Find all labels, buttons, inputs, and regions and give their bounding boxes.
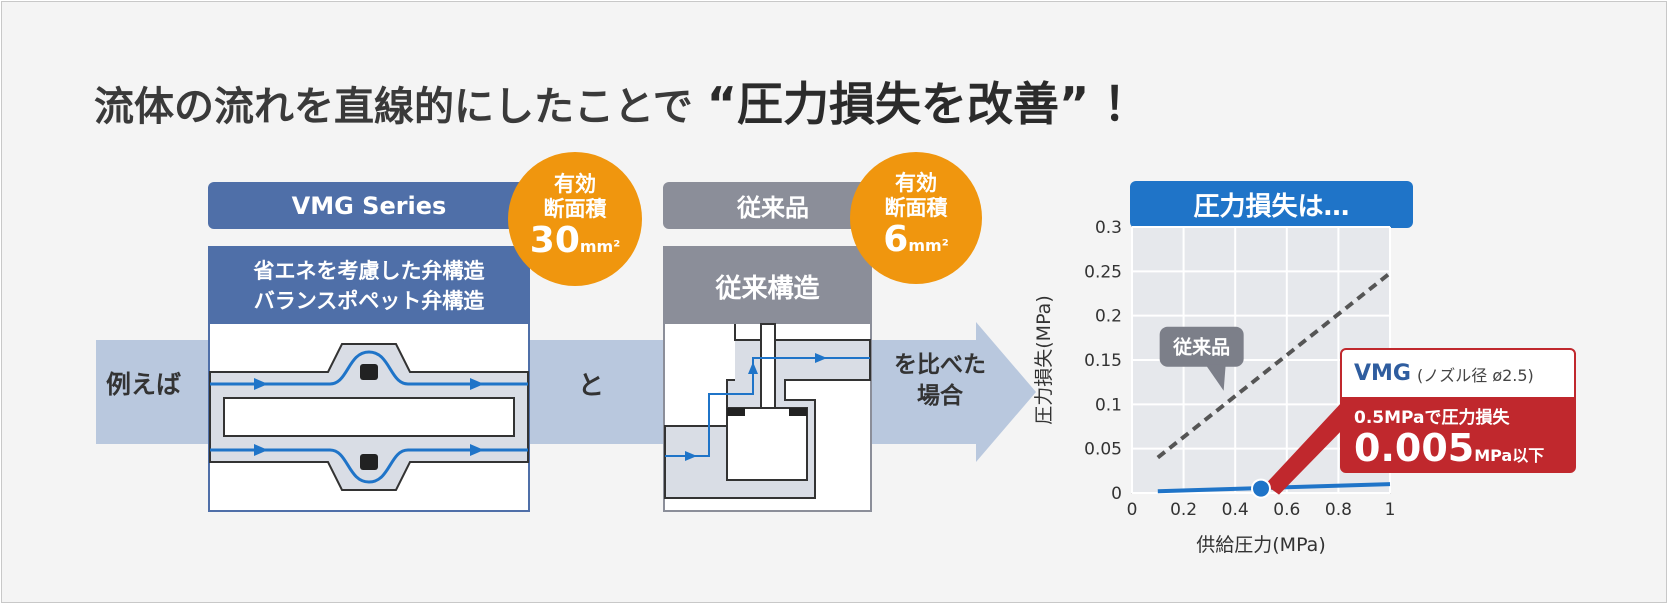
callout-header: VMG (ノズル径 ø2.5) — [1342, 350, 1574, 397]
vmg-structure-panel: 省エネを考慮した弁構造 バランスポペット弁構造 — [208, 246, 530, 512]
vmg-badge-line2: 断面積 — [543, 197, 607, 221]
callout-value: 0.005 — [1354, 426, 1475, 470]
label-compare: を比べた 場合 — [870, 350, 1010, 412]
headline-prefix: 流体の流れを直線的にしたことで — [94, 84, 693, 130]
vmg-title-line1: 省エネを考慮した弁構造 — [253, 259, 485, 283]
vmg-badge-unit: mm² — [579, 237, 621, 256]
vmg-badge-value: 30 — [529, 220, 580, 261]
vmg-title-line2: バランスポペット弁構造 — [253, 289, 485, 313]
y-tick-label: 0.25 — [1084, 262, 1122, 282]
vmg-area-badge: 有効 断面積 30mm² — [508, 152, 642, 286]
headline: 流体の流れを直線的にしたことで “圧力損失を改善” ！ — [94, 68, 1149, 134]
pressure-loss-tag: 圧力損失は… — [1130, 181, 1413, 228]
vmg-badge-value-row: 30mm² — [530, 222, 620, 266]
conv-badge-unit: mm² — [908, 236, 949, 255]
x-tick-label: 0.6 — [1273, 500, 1300, 520]
callout-body: 0.5MPaで圧力損失 0.005MPa以下 — [1342, 397, 1574, 471]
vmg-badge-line1: 有効 — [554, 172, 596, 196]
y-tick-label: 0.05 — [1084, 440, 1122, 460]
conventional-series-label-bubble — [1159, 326, 1244, 367]
vmg-callout: VMG (ノズル径 ø2.5) 0.5MPaで圧力損失 0.005MPa以下 — [1340, 348, 1576, 473]
callout-unit: MPa以下 — [1474, 446, 1545, 465]
x-axis-label: 供給圧力(MPa) — [1196, 534, 1325, 556]
x-tick-label: 0.2 — [1170, 500, 1197, 520]
headline-suffix: ！ — [1103, 77, 1150, 131]
callout-nozzle-note: (ノズル径 ø2.5) — [1416, 365, 1534, 385]
vmg-series-tag: VMG Series — [208, 182, 530, 229]
y-tick-label: 0.15 — [1084, 351, 1122, 371]
conventional-area-badge: 有効 断面積 6mm² — [850, 152, 982, 284]
series-line-conventional — [1156, 271, 1392, 460]
x-tick-label: 0.4 — [1222, 500, 1249, 520]
label-compare-line1: を比べた — [894, 352, 986, 378]
vmg-valve-diagram — [209, 343, 529, 491]
highlight-point — [1251, 478, 1271, 499]
label-example: 例えば — [106, 370, 182, 399]
label-and: と — [578, 371, 605, 401]
conventional-series-label: 従来品 — [1172, 336, 1230, 359]
x-tick-label: 0.8 — [1325, 500, 1352, 520]
x-tick-label: 0 — [1127, 500, 1138, 520]
callout-vmg: VMG — [1354, 361, 1411, 386]
conventional-structure-title: 従来構造 — [665, 248, 870, 324]
conv-badge-line1: 有効 — [895, 171, 937, 195]
conventional-valve-diagram — [664, 323, 871, 499]
conv-badge-value: 6 — [883, 219, 909, 260]
y-tick-label: 0.3 — [1095, 218, 1122, 238]
conv-badge-line2: 断面積 — [884, 196, 948, 220]
label-compare-line2: 場合 — [917, 383, 963, 409]
conv-badge-value-row: 6mm² — [883, 221, 948, 265]
y-axis-label: 圧力損失(MPa) — [1033, 295, 1055, 424]
headline-emphasis: “圧力損失を改善” — [706, 77, 1090, 131]
y-tick-label: 0.1 — [1095, 395, 1122, 415]
conventional-tag: 従来品 — [663, 182, 883, 229]
x-tick-label: 1 — [1385, 500, 1396, 520]
conventional-structure-panel: 従来構造 — [663, 246, 872, 512]
conventional-series-label-pointer — [1205, 364, 1226, 391]
callout-value-row: 0.005MPa以下 — [1354, 426, 1574, 470]
vmg-structure-title: 省エネを考慮した弁構造 バランスポペット弁構造 — [210, 248, 528, 324]
y-tick-label: 0.2 — [1095, 307, 1122, 327]
y-tick-label: 0 — [1111, 484, 1122, 504]
callout-line1: 0.5MPaで圧力損失 — [1354, 408, 1510, 428]
